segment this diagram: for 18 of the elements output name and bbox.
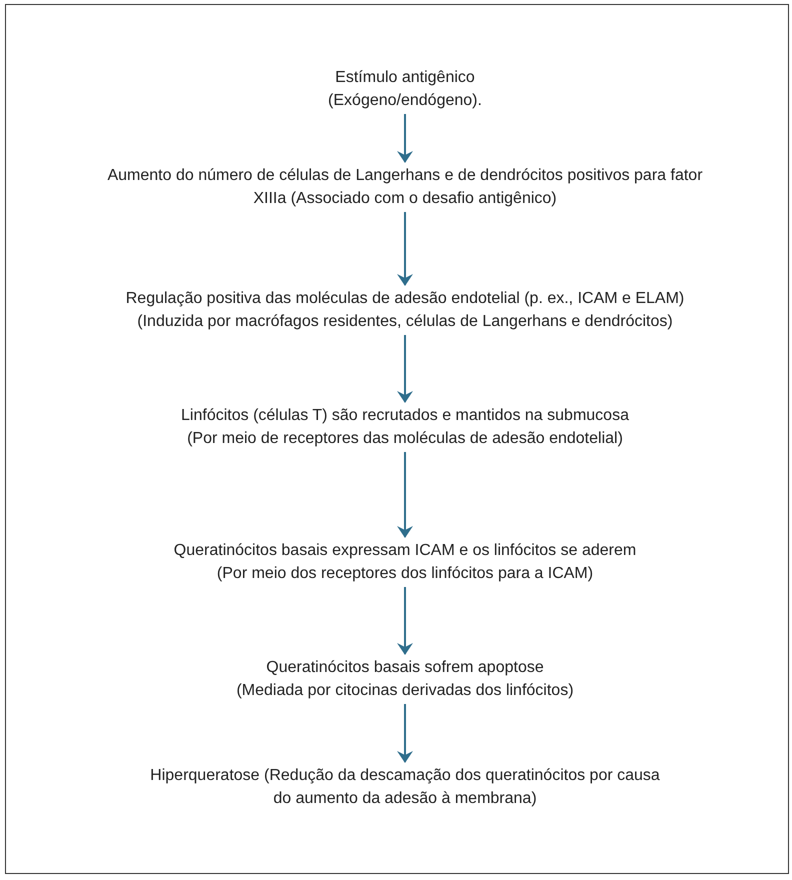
step-text: Linfócitos (células T) são recrutados e mantidos na submucosa [180, 406, 630, 426]
step-text: Queratinócitos basais expressam ICAM e os linfócitos se aderem [172, 541, 638, 561]
arrow [397, 212, 413, 286]
step-text: Hiperqueratose (Redução da descamação dos queratinócitos por causa do aumento da adesão à membrana) [149, 766, 661, 809]
step-text: Estímulo antigênico [334, 68, 476, 88]
step-text: (Induzida por macrófagos residentes, células de Langerhans e dendrócitos) [136, 312, 674, 332]
step-text: Regulação positiva das moléculas de adesão endotelial (p. ex., ICAM e ELAM) [124, 289, 686, 309]
step-text: (Por meio de receptores das moléculas de adesão endotelial) [186, 429, 624, 449]
arrow [397, 335, 413, 403]
arrow [397, 114, 413, 163]
step-text: Queratinócitos basais sofrem apoptose [265, 658, 545, 678]
step-text: Aumento do número de células de Langerhans e de dendrócitos positivos para fator XIIIa (Associado com o desafio antigênico) [106, 166, 704, 209]
step-text: (Exógeno/endógeno). [327, 91, 483, 111]
arrow [397, 587, 413, 655]
step-text: (Mediada por citocinas derivadas dos linfócitos) [235, 681, 575, 701]
arrow [397, 704, 413, 763]
step-text: (Por meio dos receptores dos linfócitos para a ICAM) [216, 564, 594, 584]
arrow [397, 452, 413, 538]
